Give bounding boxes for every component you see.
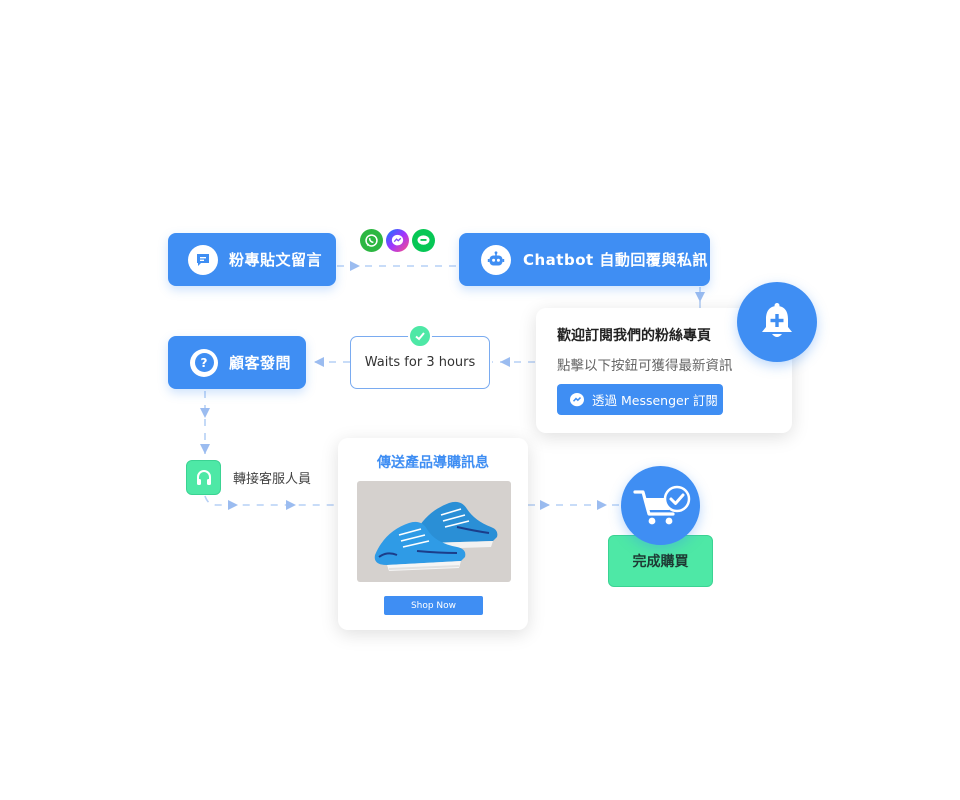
messenger-subscribe-button[interactable]: 透過 Messenger 訂閱 [557,384,723,415]
robot-icon [481,244,511,275]
arrow-head [200,408,210,418]
check-circle-icon [408,324,432,348]
headset-icon [186,460,221,495]
messenger-icon [386,229,409,252]
bell-plus-icon [737,282,817,362]
shop-now-label: Shop Now [410,600,457,611]
arrow-head [597,500,607,510]
line-icon [412,229,435,252]
customer-question-label: 顧客發問 [229,354,292,372]
arrow-head [540,500,550,510]
chatbot-label: Chatbot 自動回覆與私訊 [523,251,708,269]
subscribe-title: 歡迎訂閱我們的粉絲專頁 [557,328,711,344]
messenger-icon [569,392,585,408]
post-comment-label: 粉專貼文留言 [229,251,323,269]
wait-label: Waits for 3 hours [364,355,476,370]
shop-now-button[interactable]: Shop Now [384,596,483,615]
arrow-head [695,292,705,302]
purchase-label: 完成購買 [632,554,689,570]
subscribe-subtitle: 點擊以下按鈕可獲得最新資訊 [557,358,733,374]
chat-bubble-icon [188,244,218,275]
question-icon: ? [190,348,218,377]
product-card: 傳送產品導購訊息 Shop Now [338,438,528,630]
sneakers-image [357,481,511,582]
post-comment-node: 粉專貼文留言 [168,233,336,286]
arrow-head [228,500,238,510]
arrow-head [500,357,510,367]
chatbot-node: Chatbot 自動回覆與私訊 [459,233,710,286]
arrow-head [200,444,210,454]
agent-handoff-label: 轉接客服人員 [233,472,312,487]
customer-question-node: ? 顧客發問 [168,336,306,389]
arrow-head [314,357,324,367]
messenger-subscribe-label: 透過 Messenger 訂閱 [592,393,718,408]
arrow-head [286,500,296,510]
whatsapp-icon [360,229,383,252]
arrow-head [350,261,360,271]
product-card-title: 傳送產品導購訊息 [377,455,489,471]
cart-check-icon [621,466,700,545]
channel-icons [360,229,436,253]
